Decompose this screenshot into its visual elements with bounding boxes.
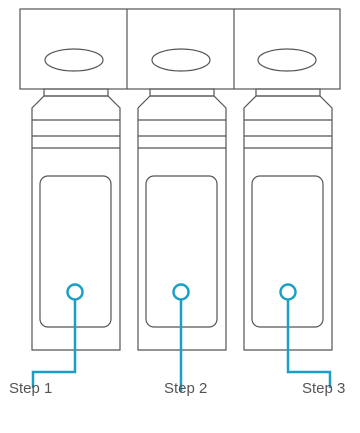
callout-marker-2	[172, 283, 190, 301]
canister-body-3	[243, 95, 333, 351]
canister-cap-1	[43, 88, 109, 97]
callout-2	[172, 283, 190, 392]
canister-cap-3	[255, 88, 321, 97]
step-3-label: Step 3	[302, 380, 346, 397]
port-ellipse-1	[44, 48, 104, 72]
step-2-label: Step 2	[164, 380, 208, 397]
filter-canister-3	[243, 88, 333, 351]
canister-body-2	[137, 95, 227, 351]
filter-canister-1	[31, 88, 121, 351]
canister-body-1	[31, 95, 121, 351]
filter-head-housing	[19, 8, 341, 90]
callout-marker-1	[66, 283, 84, 301]
step-1-label: Step 1	[9, 380, 53, 397]
callout-leader-1	[31, 300, 77, 388]
canister-cap-2	[149, 88, 215, 97]
port-ellipse-3	[257, 48, 317, 72]
callout-marker-3	[279, 283, 297, 301]
callout-leader-3	[286, 300, 332, 388]
callout-3	[279, 283, 332, 388]
callout-1	[31, 283, 84, 388]
filter-canister-2	[137, 88, 227, 351]
port-ellipse-2	[151, 48, 211, 72]
